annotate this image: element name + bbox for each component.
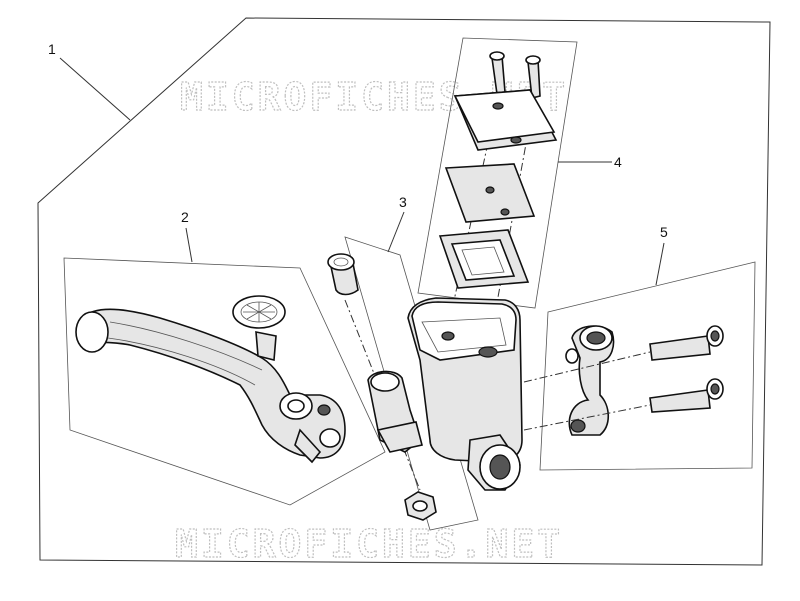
cap-screws [489,51,541,99]
group-5-frame [539,261,756,471]
master-cylinder-body [407,297,523,491]
clamp-bolts [649,325,724,413]
gasket-plate [444,163,536,223]
leader-2 [185,227,193,263]
pivot-clamp [367,370,423,453]
adjuster-knob [232,295,286,362]
group-4-frame [417,37,578,309]
leader-5 [655,242,665,286]
callout-1: 1 [48,41,56,57]
group-2-frame [63,257,386,506]
callout-4: 4 [614,154,622,170]
callout-3: 3 [399,194,407,210]
diaphragm [438,229,530,289]
reservoir-cap [453,89,558,151]
brake-lever [75,308,346,464]
callout-5: 5 [660,224,668,240]
assembly-frame [37,17,771,566]
leader-3 [387,211,405,253]
handlebar-clamp [565,325,615,436]
nut [404,491,437,521]
watermark-bottom: MICROFICHES.NET [175,522,563,566]
callout-2: 2 [181,209,189,225]
bushing [327,253,359,296]
leader-1 [59,57,131,121]
